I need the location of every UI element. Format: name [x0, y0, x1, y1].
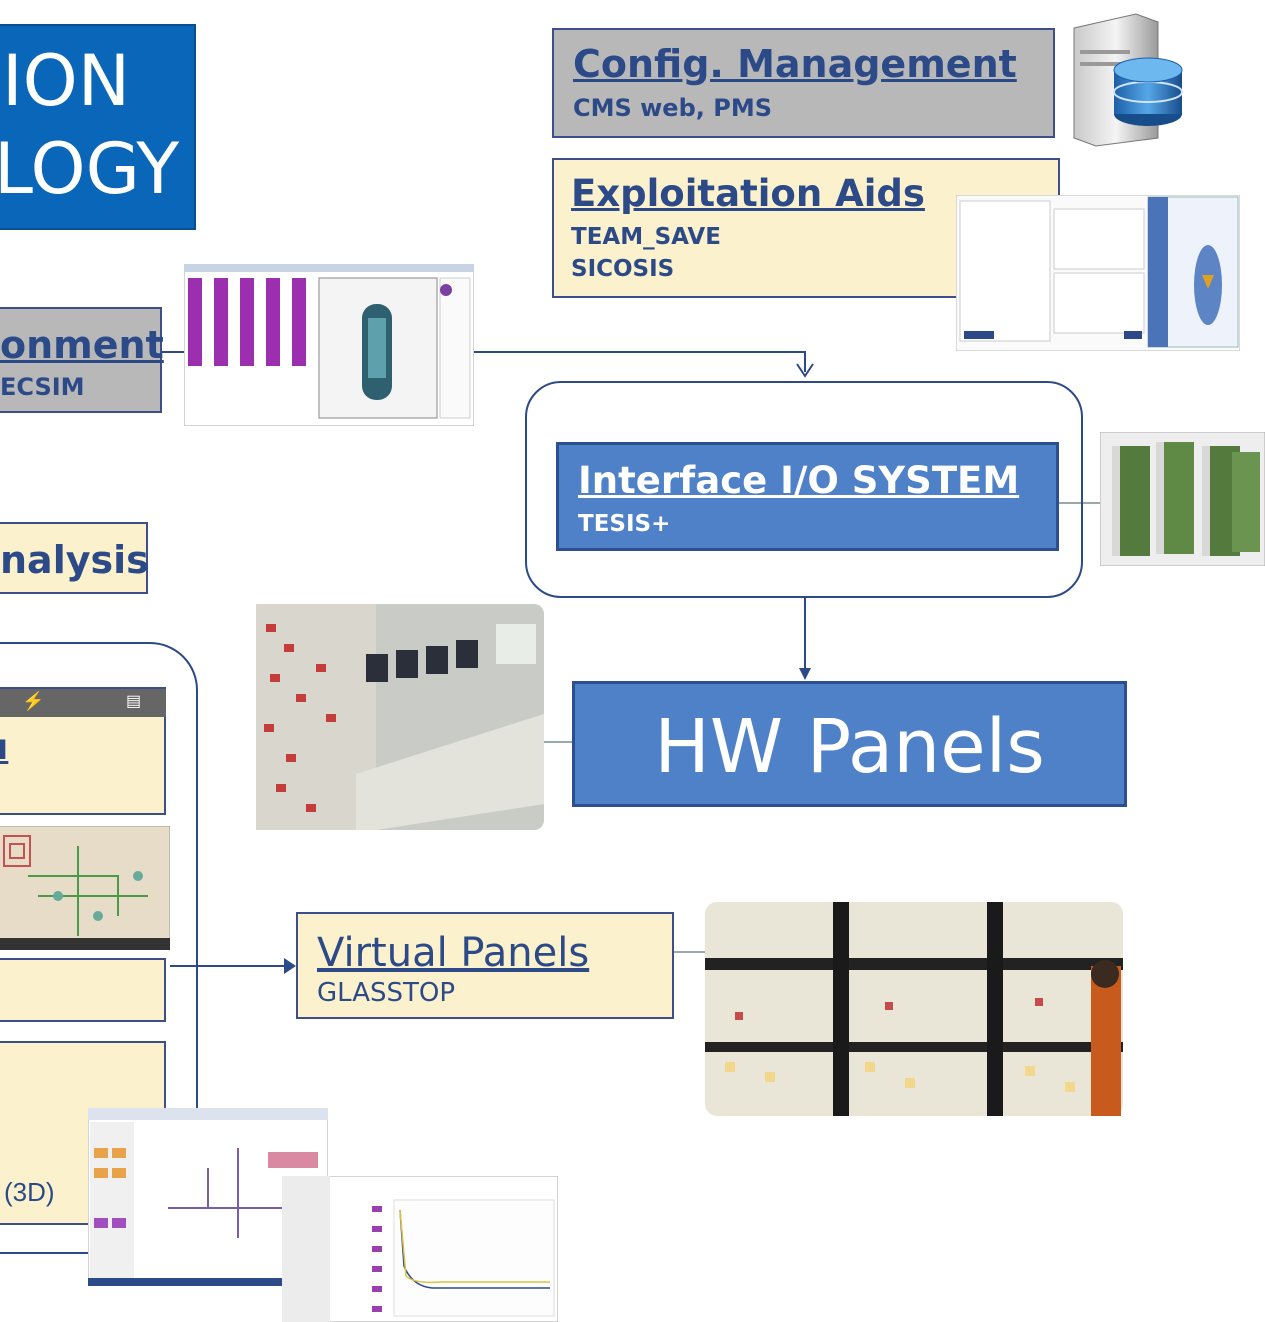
virtual-panels-box[interactable]: Virtual Panels GLASSTOP: [296, 912, 674, 1019]
config-management-subtitle: CMS web, PMS: [573, 94, 772, 122]
left-box-1-title-fragment: ı: [0, 727, 9, 768]
simulator-screenshot: [184, 264, 474, 426]
interface-io-system-box[interactable]: Interface I/O SYSTEM TESIS+: [556, 442, 1059, 551]
server-database-icon: [1073, 13, 1183, 147]
bolt-icon: ⚡: [22, 691, 45, 711]
title-line-2: LOGY: [0, 128, 180, 210]
title-line-1: ION: [2, 40, 131, 122]
analysis-title[interactable]: nalysis: [0, 538, 149, 582]
hw-panels-title[interactable]: HW Panels: [654, 704, 1045, 790]
document-icon: ▤: [126, 693, 142, 710]
analysis-box[interactable]: nalysis: [0, 522, 149, 594]
control-room-photo: [256, 604, 544, 830]
virtual-panels-subtitle: GLASSTOP: [317, 978, 456, 1008]
environment-box[interactable]: onment ECSIM: [0, 307, 164, 413]
trend-plot-screenshot: [282, 1176, 558, 1322]
title-block: ION LOGY: [0, 24, 196, 230]
config-management-box[interactable]: Config. Management CMS web, PMS: [552, 28, 1055, 138]
interface-io-system-subtitle: TESIS+: [578, 511, 671, 537]
exploitation-aids-screenshot: [956, 195, 1240, 351]
hw-panels-box[interactable]: HW Panels: [572, 681, 1127, 807]
environment-subtitle: ECSIM: [0, 373, 85, 401]
config-management-title[interactable]: Config. Management: [573, 42, 1017, 86]
io-cards-photo: [1100, 432, 1265, 566]
exploitation-aids-line-1: TEAM_SAVE: [571, 224, 721, 250]
left-box-2: [0, 958, 166, 1022]
process-diagram-screenshot: [0, 826, 170, 950]
exploitation-aids-title[interactable]: Exploitation Aids: [571, 172, 925, 215]
interface-container: [525, 381, 1083, 598]
glasstop-photo: [705, 902, 1123, 1116]
left-box-1: ⚡ ▤ ı: [0, 687, 166, 815]
interface-io-system-title[interactable]: Interface I/O SYSTEM: [578, 459, 1020, 502]
virtual-panels-title[interactable]: Virtual Panels: [317, 930, 590, 976]
environment-title[interactable]: onment: [0, 323, 164, 367]
left-box-3-label-3d: (3D): [4, 1177, 55, 1207]
exploitation-aids-line-2: SICOSIS: [571, 256, 675, 282]
